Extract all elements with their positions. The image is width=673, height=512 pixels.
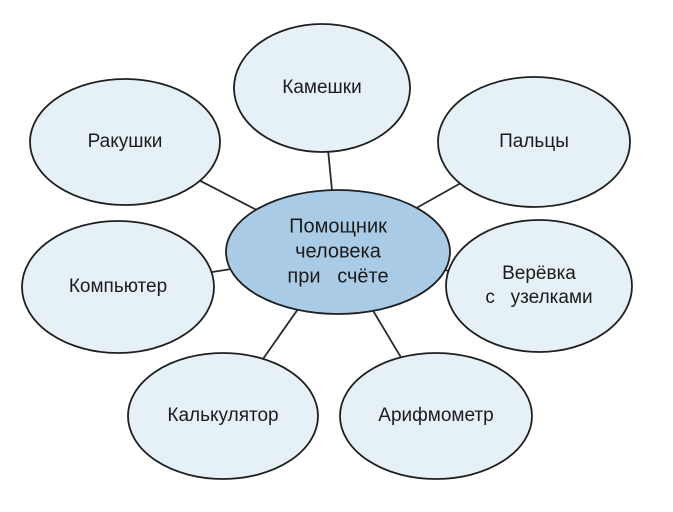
connector-kameshki	[327, 151, 333, 191]
node-shapes	[21, 23, 633, 480]
node-ellipse-arifmometr	[339, 352, 533, 480]
node-ellipse-kompyuter	[21, 220, 215, 354]
connector-rakushki	[199, 179, 257, 211]
connector-kalkulyator	[262, 309, 299, 360]
connector-kompyuter	[211, 268, 231, 274]
node-ellipse-rakushki	[29, 78, 221, 206]
connector-paltsy	[416, 182, 461, 209]
connector-lines	[199, 151, 461, 360]
center-node-ellipse	[225, 189, 451, 315]
node-ellipse-kameshki	[233, 23, 411, 153]
node-ellipse-paltsy	[437, 76, 631, 208]
node-ellipse-kalkulyator	[127, 352, 319, 480]
node-ellipse-verevka	[445, 219, 633, 353]
connector-arifmometr	[372, 310, 402, 358]
